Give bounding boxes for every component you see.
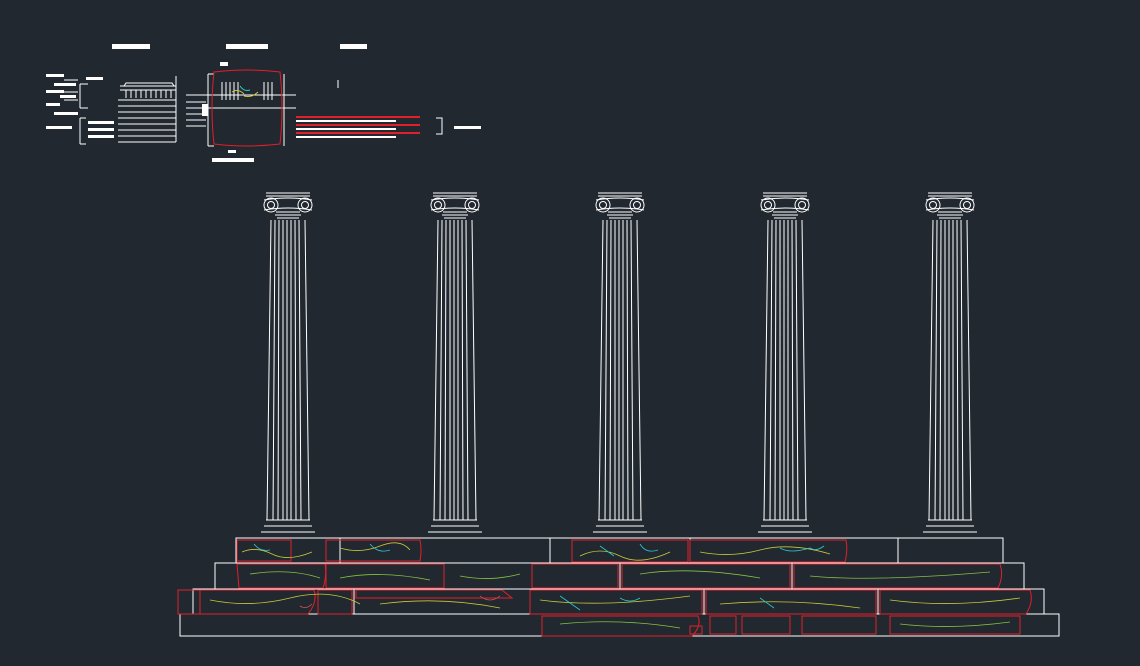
column-3 [590, 192, 650, 539]
step-3 [192, 588, 1045, 615]
damage-outlines [177, 539, 1032, 637]
column-4 [755, 192, 815, 539]
detail-capital-sketch [211, 69, 283, 147]
detail-marker [202, 104, 208, 116]
detail-title-bar-3 [340, 44, 367, 49]
detail-title-bar-1 [112, 44, 150, 49]
detail-legend-block [46, 44, 481, 162]
detail-title-bar-2 [226, 44, 268, 49]
step-4 [179, 613, 1060, 637]
column-5 [920, 192, 980, 539]
detail-stripes [296, 116, 420, 138]
column-2 [425, 192, 485, 539]
column-1 [258, 192, 318, 539]
crack-lines [209, 542, 1021, 629]
stylobate [179, 537, 1060, 637]
